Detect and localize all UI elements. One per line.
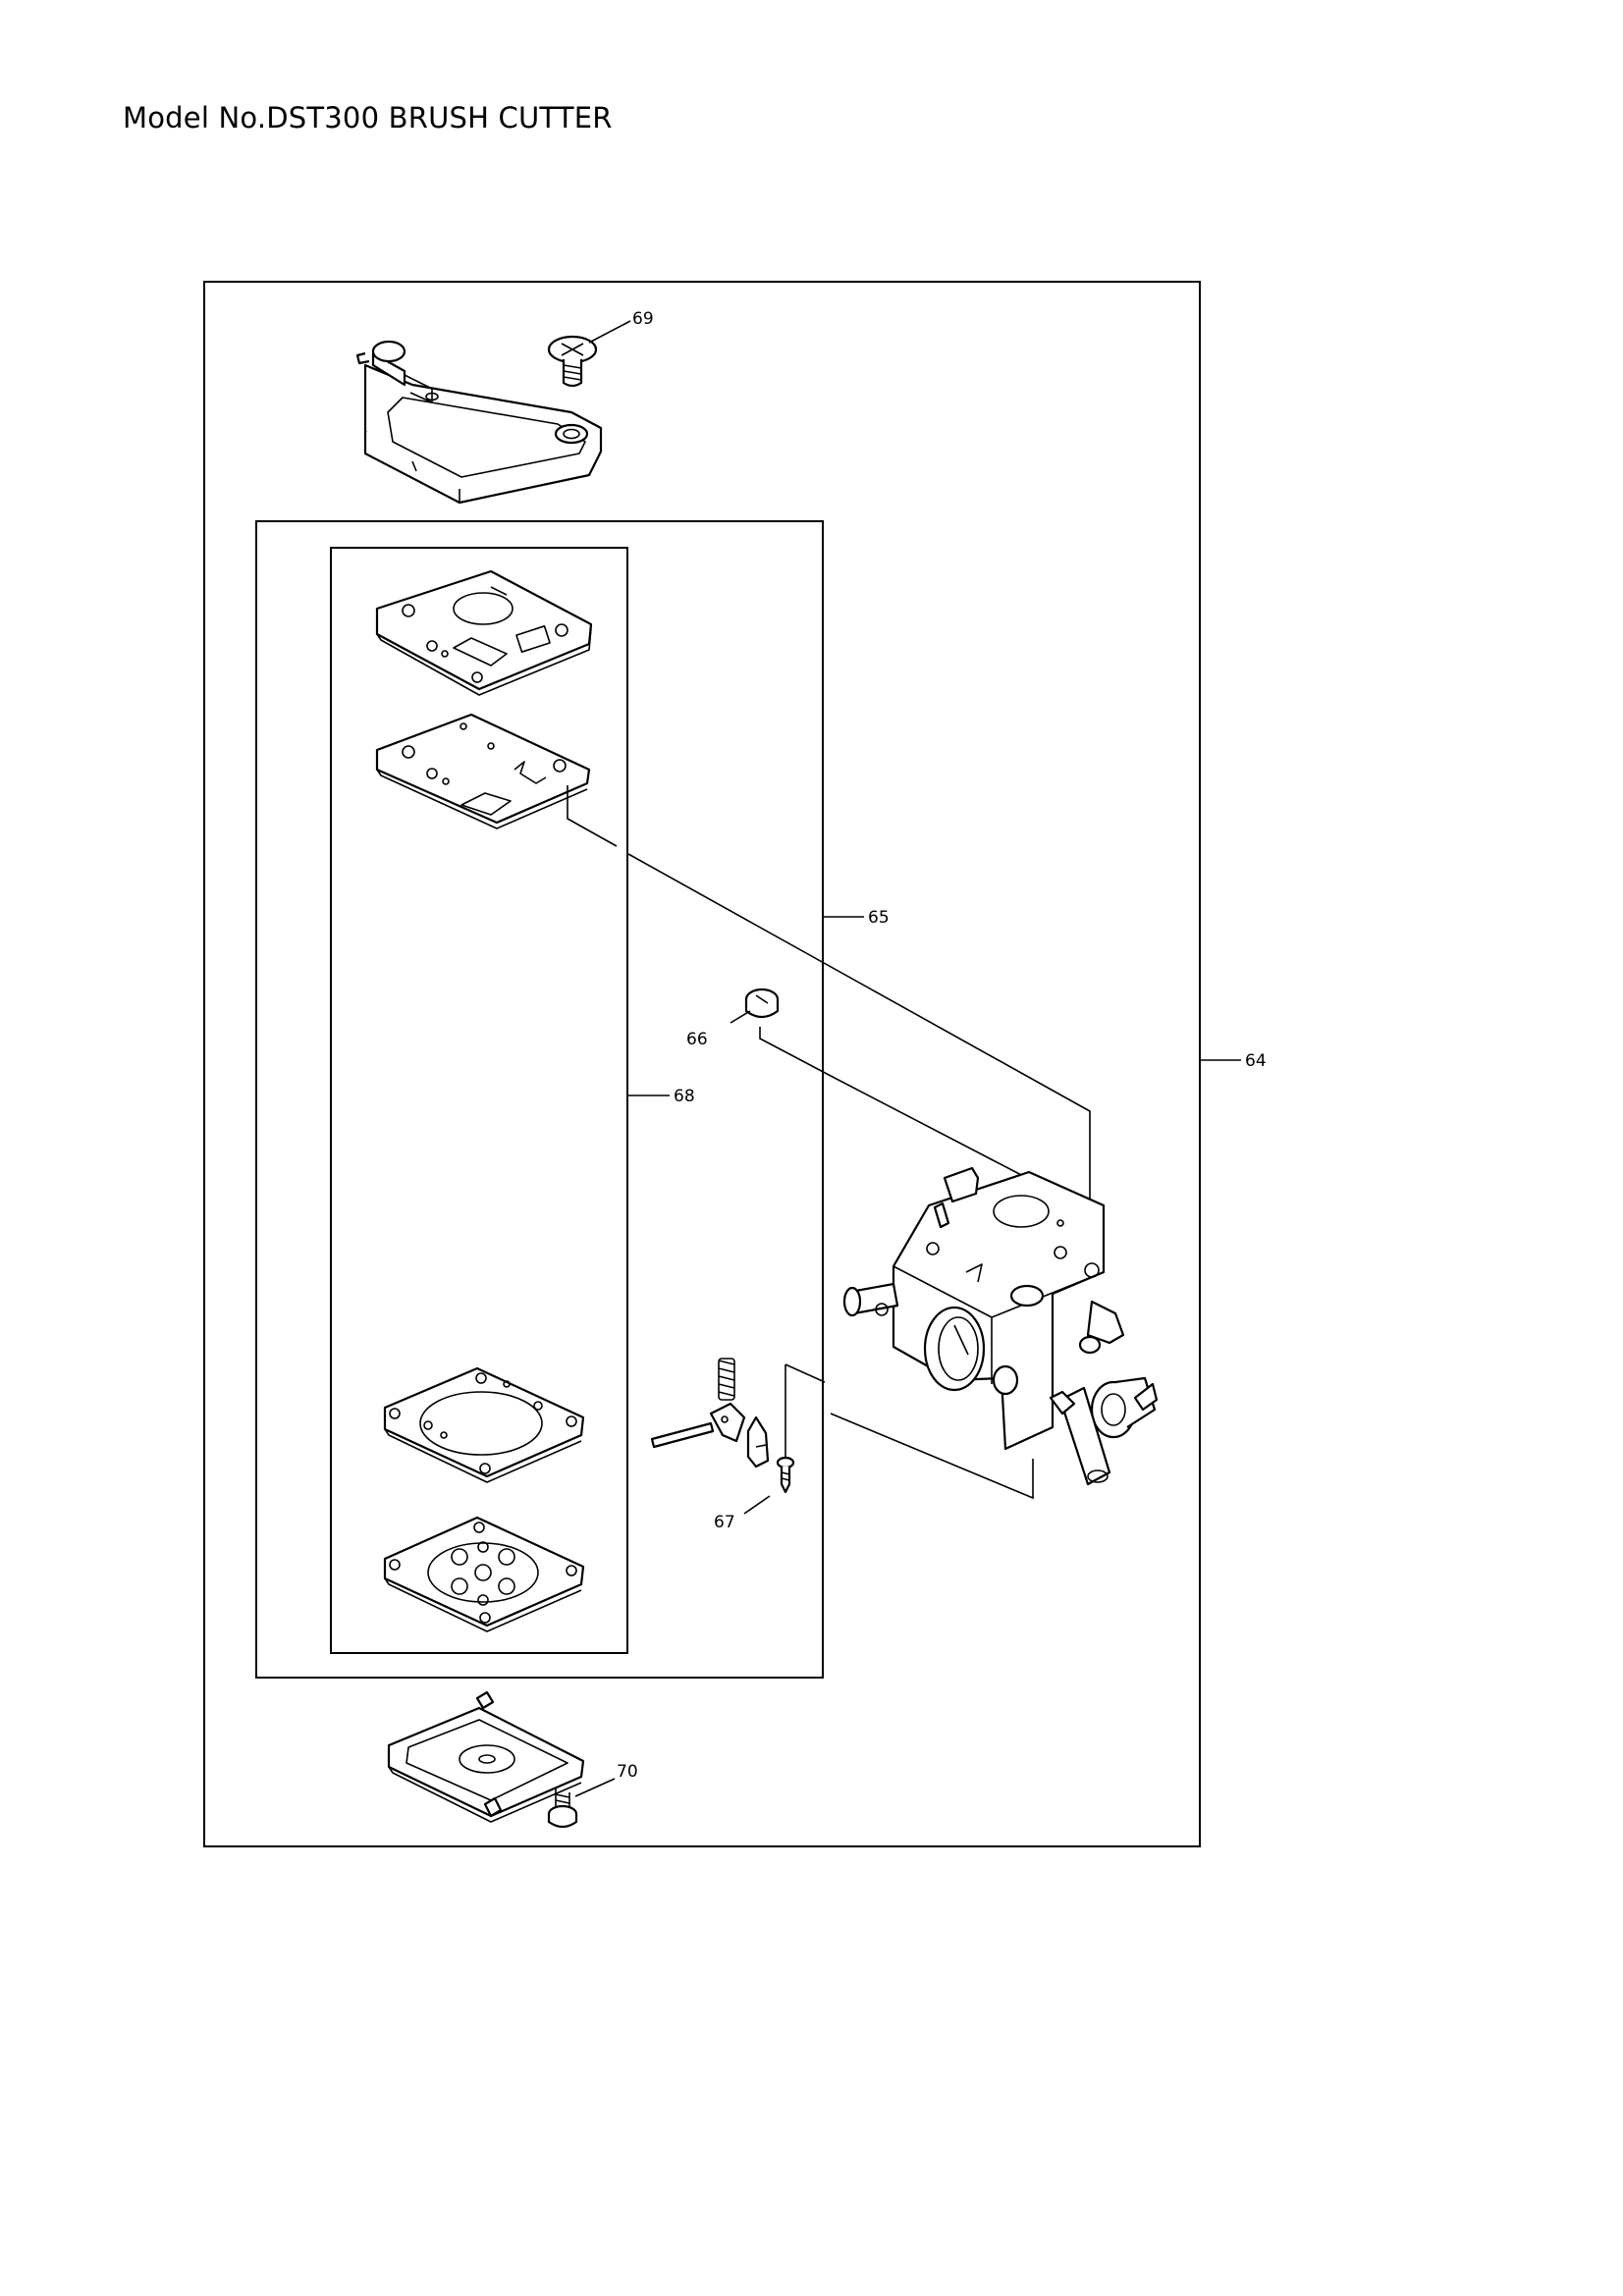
carburetor-cover-part <box>355 340 603 505</box>
metering-cover-plate <box>387 1690 585 1823</box>
page-title: Model No.DST300 BRUSH CUTTER <box>123 101 613 134</box>
callout-69: 69 <box>632 309 654 329</box>
part-66-cap <box>730 988 780 1024</box>
gasket-plate-metering <box>383 1366 585 1483</box>
screw-70 <box>547 1778 616 1829</box>
frame-gasket-set-68 <box>330 547 628 1654</box>
callout-70: 70 <box>617 1762 638 1782</box>
gasket-plate-upper <box>375 569 593 696</box>
frame-kit-65 <box>255 520 824 1679</box>
diaphragm-plate <box>383 1516 585 1632</box>
callout-66: 66 <box>686 1030 708 1049</box>
screw-69 <box>547 320 631 388</box>
frame-assembly-64 <box>203 281 1201 1847</box>
callout-64: 64 <box>1245 1051 1267 1071</box>
gasket-plate-pump <box>375 713 591 829</box>
callout-68: 68 <box>674 1087 695 1106</box>
part-67-screw <box>743 1456 795 1515</box>
needle-valve-parts <box>650 1358 770 1468</box>
callout-67: 67 <box>714 1513 735 1532</box>
callout-65: 65 <box>868 908 890 928</box>
carburetor-body <box>842 1166 1159 1486</box>
